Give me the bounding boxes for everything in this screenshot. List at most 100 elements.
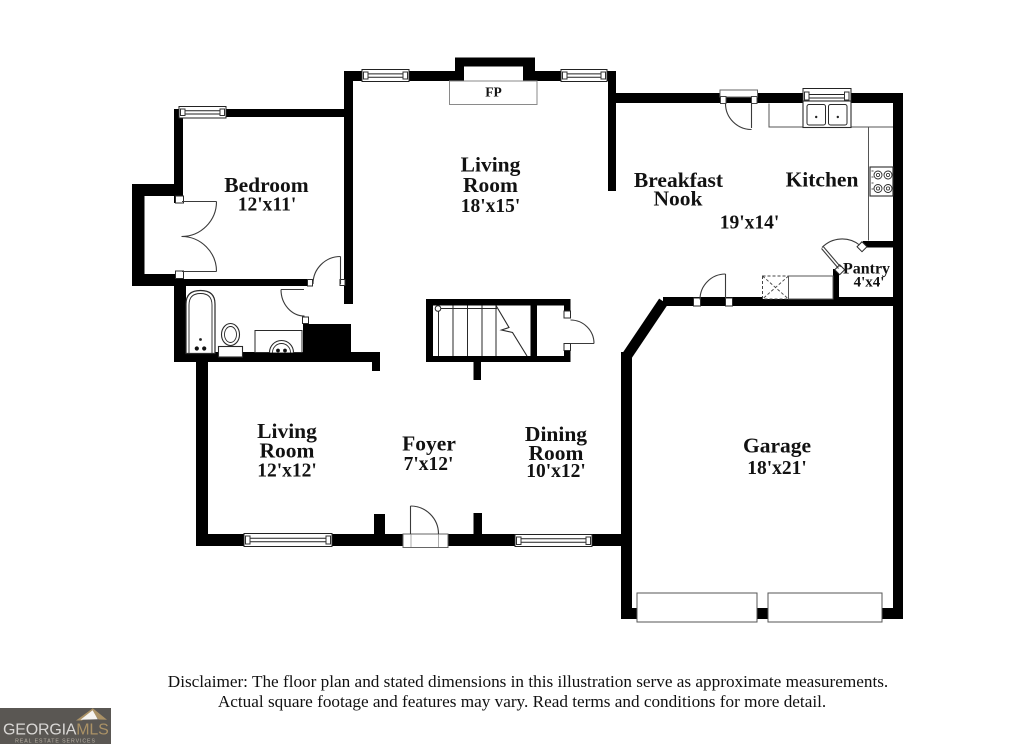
stair-break-line [495, 305, 528, 357]
wall-bathroom-bottom [174, 352, 380, 362]
wall-bedroom-bottom [174, 279, 308, 286]
logo-tagline: REAL ESTATE SERVICES [15, 738, 96, 744]
fireplace-bump-inner [464, 66, 523, 81]
logo-roof-icon [76, 708, 107, 721]
wall-stairs-top [426, 299, 571, 306]
wall-bedroom-left-upper [174, 109, 183, 203]
bedroom-door-icon [312, 255, 342, 285]
window-livingroom-lower-icon [243, 533, 333, 547]
label-garage: Garage [743, 434, 811, 458]
wall-bathroom-left [174, 285, 186, 362]
label-breakfast-2: Nook [654, 187, 703, 211]
wall-livingroom-lower-left [196, 361, 208, 546]
label-foyer-dims: 7'x12' [404, 454, 454, 475]
label-dining-2: Room [529, 441, 584, 465]
label-bedroom: Bedroom [224, 173, 308, 197]
vanity-bowl-inner [272, 343, 291, 353]
breakfast-door-jamb-left [720, 96, 727, 104]
bathroom-fixtures [185, 289, 303, 358]
wall-garage-bottom [621, 608, 903, 619]
bathroom-door-icon [280, 288, 305, 317]
label-kitchen: Kitchen [786, 168, 859, 192]
bathtub-faucet-left [194, 346, 199, 351]
breakfast-door-threshold [719, 89, 758, 98]
toilet-tank [217, 345, 244, 358]
stove-icon [869, 166, 894, 197]
jamb-stair-closet-bottom [563, 343, 571, 351]
window-living-top-left-icon [361, 69, 410, 82]
vanity-sink-icon [254, 330, 303, 353]
wall-closet-bottom [132, 274, 183, 286]
wall-stairs-bottom [426, 356, 571, 362]
garage-door-right-icon [767, 592, 883, 623]
wall-stub-foyer-right [473, 513, 482, 534]
closet-double-door-icon [181, 200, 218, 273]
label-bedroom-dims: 12'x11' [238, 195, 297, 216]
window-dining-icon [514, 534, 593, 547]
jamb-bedroom-door-left [307, 279, 313, 287]
jamb-closet-bottom [175, 270, 184, 279]
label-living-lower-2: Room [260, 439, 315, 463]
label-breakfast-dims: 19'x14' [720, 212, 780, 233]
kitchen-sink-icon [802, 100, 852, 129]
wall-garage-left [621, 352, 632, 619]
breakfast-exterior-door-icon [724, 103, 753, 131]
wall-stairs-divider [530, 299, 537, 362]
label-living-lower-1: Living [257, 419, 317, 443]
wall-bedroom-living [344, 71, 353, 304]
front-door-threshold [402, 533, 449, 548]
wall-bedroom-top [174, 109, 353, 117]
garage-doors [636, 592, 883, 623]
wall-stair-closet-right-lower [564, 350, 571, 362]
wall-stair-closet-right-upper [564, 299, 571, 312]
wall-living-right [608, 71, 616, 191]
stair-newel [434, 305, 442, 312]
fireplace-hearth [449, 80, 538, 105]
breakfast-door-jamb-right [751, 96, 758, 104]
wall-hall-block [303, 324, 351, 362]
label-breakfast-1: Breakfast [634, 168, 724, 192]
wall-stub-hall [372, 362, 380, 371]
jamb-garage-entry-left [693, 297, 701, 307]
window-bedroom-top-icon [178, 106, 227, 119]
windows [178, 69, 852, 547]
wall-right-exterior [893, 93, 903, 619]
label-pantry: Pantry [843, 261, 890, 278]
bathtub-drain [199, 338, 202, 341]
utility-boxes [762, 275, 834, 300]
wall-closet-left [132, 184, 145, 286]
kitchen-counter [768, 103, 893, 241]
logo-brand-georgia: GEORGIA [3, 722, 77, 739]
stairs [434, 305, 528, 357]
front-door-icon [409, 505, 440, 535]
label-foyer: Foyer [402, 432, 456, 456]
toilet-icon [217, 322, 244, 358]
doors [181, 103, 860, 535]
label-dining-1: Dining [525, 422, 587, 446]
label-dining-dims: 10'x12' [526, 461, 586, 482]
label-garage-dims: 18'x21' [747, 458, 807, 479]
fireplace: FP [449, 57, 538, 105]
disclaimer-line-2: Actual square footage and features may v… [218, 692, 826, 711]
bathtub-faucet-right [202, 346, 207, 351]
wall-pantry-left [833, 269, 839, 306]
disclaimer-line-1: Disclaimer: The floor plan and stated di… [168, 672, 888, 691]
label-living-upper-1: Living [461, 153, 521, 177]
logo-brand-mls: MLS [76, 722, 108, 739]
jamb-garage-entry-right [725, 297, 733, 307]
window-living-top-right-icon [560, 69, 608, 82]
stair-treads [438, 305, 497, 356]
label-pantry-dims: 4'x4' [854, 275, 885, 291]
wall-stub-below-stairs [473, 362, 481, 380]
fireplace-label: FP [485, 85, 502, 100]
wall-stub-foyer-left [374, 514, 385, 534]
bathtub-icon [185, 289, 216, 355]
label-living-upper-dims: 18'x15' [461, 196, 521, 217]
georgia-mls-logo: GEORGIAMLS REAL ESTATE SERVICES [0, 708, 111, 744]
jamb-closet-top [175, 195, 184, 204]
utility-box-plain [788, 275, 834, 300]
room-labels: Bedroom 12'x11' Living Room 18'x15' Brea… [224, 153, 890, 483]
wall-pantry-top [863, 241, 893, 248]
